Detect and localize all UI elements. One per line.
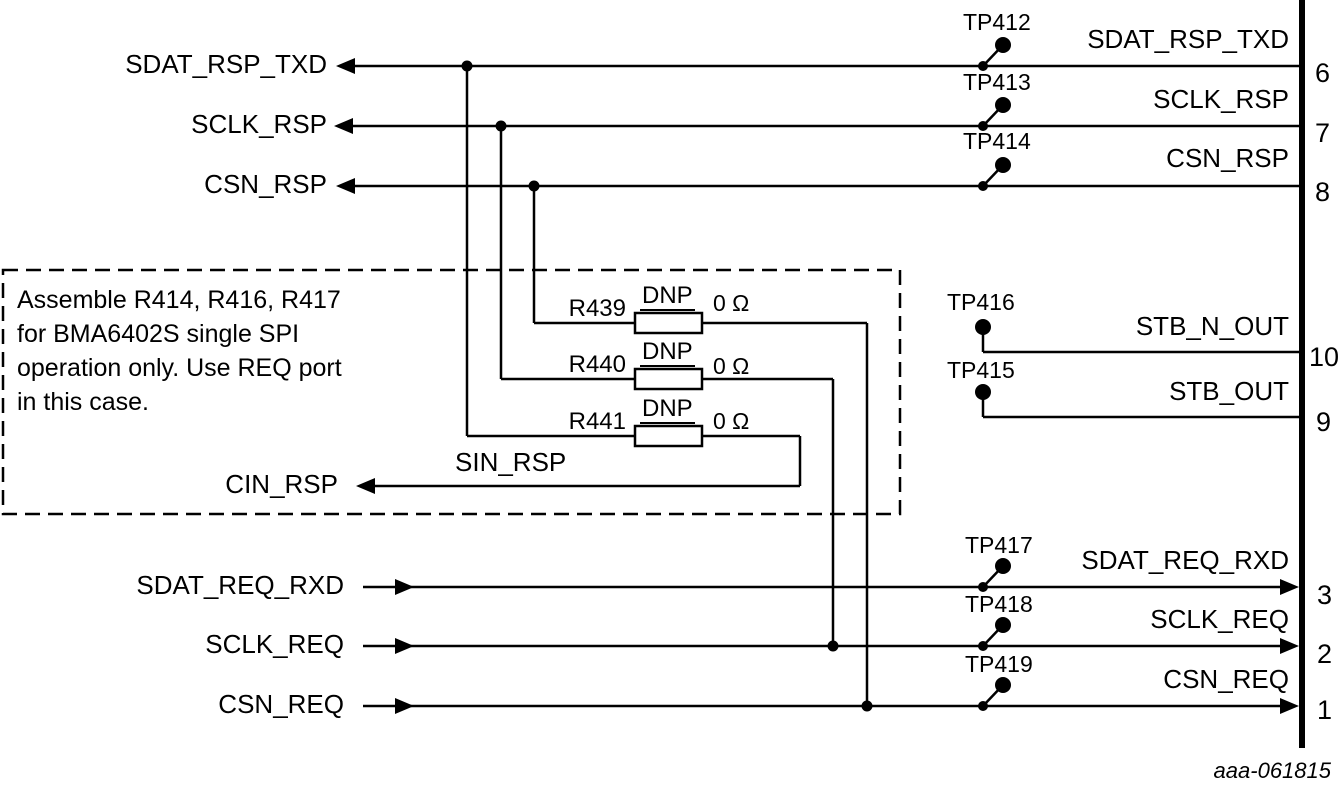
testpoint-label-tp414: TP414: [963, 128, 1031, 154]
resistor-dnp-r441: DNP: [640, 395, 695, 424]
net-label-cin-rsp: CIN_RSP: [225, 469, 338, 499]
resistor-value-r441: 0 Ω: [713, 408, 750, 434]
resistor-ref-r440: R440: [568, 351, 626, 378]
pin-number-10: 10: [1309, 342, 1340, 372]
arrow-right-icon: [395, 579, 414, 595]
junction-dot: [827, 640, 839, 652]
arrow-left-icon: [356, 478, 375, 494]
junction-dot: [528, 180, 540, 192]
arrow-left-icon: [336, 178, 355, 194]
testpoint-symbol-tp415: [975, 384, 991, 417]
resistor-value-r439: 0 Ω: [713, 290, 750, 316]
note-line: operation only. Use REQ port: [17, 354, 342, 382]
net-label-sclk-req-right: SCLK_REQ: [1150, 604, 1289, 634]
net-label-stb-n-out: STB_N_OUT: [1135, 311, 1289, 341]
net-label-stb-out: STB_OUT: [1169, 376, 1289, 406]
net-label-sclk-req-left: SCLK_REQ: [205, 629, 344, 659]
pin-number-9: 9: [1316, 407, 1332, 437]
pin-number-7: 7: [1315, 118, 1331, 148]
testpoint-symbol-tp419: [978, 677, 1011, 711]
resistor-ref-r441: R441: [568, 408, 626, 435]
wire-sclk-rsp: [334, 118, 1300, 381]
net-label-sdat-req-rxd-right: SDAT_REQ_RXD: [1081, 545, 1289, 575]
net-label-csn-req-right: CSN_REQ: [1163, 664, 1289, 694]
wire-sin-rsp: [356, 434, 802, 494]
pin-number-6: 6: [1315, 58, 1331, 88]
net-label-sdat-rsp-txd-right: SDAT_RSP_TXD: [1087, 24, 1289, 54]
pin-number-8: 8: [1315, 177, 1331, 207]
net-label-sdat-req-rxd-left: SDAT_REQ_RXD: [136, 570, 344, 600]
note-line: Assemble R414, R416, R417: [17, 286, 341, 314]
arrow-left-icon: [334, 118, 353, 134]
note-line: in this case.: [17, 388, 150, 416]
net-label-csn-rsp-right: CSN_RSP: [1166, 143, 1289, 173]
testpoint-label-tp419: TP419: [965, 651, 1033, 677]
junction-dot: [461, 60, 473, 72]
wire-sdat-req-rxd: [363, 579, 1299, 595]
resistor-body-r439: [633, 311, 704, 335]
testpoint-symbol-tp413: [978, 97, 1011, 131]
arrow-right-icon: [395, 638, 414, 654]
net-label-csn-req-left: CSN_REQ: [218, 689, 344, 719]
testpoint-label-tp416: TP416: [947, 289, 1015, 315]
assembly-option-box: [1, 268, 902, 516]
testpoint-symbol-tp418: [978, 617, 1011, 651]
arrow-right-icon: [1280, 698, 1299, 714]
wire-csn-rsp: [336, 178, 1300, 325]
figure-id: aaa-061815: [1213, 758, 1331, 783]
testpoint-label-tp415: TP415: [947, 357, 1015, 383]
resistor-dnp-r439: DNP: [640, 282, 695, 311]
note-line: for BMA6402S single SPI: [17, 320, 300, 348]
net-label-sin-rsp: SIN_RSP: [455, 447, 567, 477]
pin-number-1: 1: [1317, 695, 1333, 725]
pin-number-3: 3: [1317, 580, 1333, 610]
net-label-csn-rsp-left: CSN_RSP: [204, 169, 327, 199]
wire-sdat-rsp-txd: [336, 58, 1300, 438]
net-label-sclk-rsp-left: SCLK_RSP: [191, 109, 327, 139]
assembly-note: Assemble R414, R416, R417 for BMA6402S s…: [17, 283, 342, 419]
junction-dot: [861, 700, 873, 712]
testpoint-label-tp412: TP412: [963, 9, 1031, 35]
junction-dot: [495, 120, 507, 132]
resistor-body-r440: [633, 367, 704, 391]
net-label-sclk-rsp-right: SCLK_RSP: [1153, 84, 1289, 114]
resistor-value-r440: 0 Ω: [713, 353, 750, 379]
pin-number-2: 2: [1317, 639, 1333, 669]
testpoint-label-tp418: TP418: [965, 591, 1033, 617]
arrow-left-icon: [336, 58, 355, 74]
arrow-right-icon: [1280, 638, 1299, 654]
resistor-ref-r439: R439: [568, 295, 626, 322]
testpoint-symbol-tp416: [975, 319, 991, 352]
wire-csn-req: [363, 321, 1299, 714]
wire-sclk-req: [363, 377, 1299, 654]
testpoint-symbol-tp412: [978, 37, 1011, 71]
resistor-dnp-r440: DNP: [640, 338, 695, 367]
testpoint-symbol-tp414: [978, 157, 1011, 191]
testpoint-label-tp417: TP417: [965, 532, 1033, 558]
arrow-right-icon: [395, 698, 414, 714]
testpoint-symbol-tp417: [978, 558, 1011, 592]
net-label-sdat-rsp-txd-left: SDAT_RSP_TXD: [125, 49, 327, 79]
arrow-right-icon: [1280, 579, 1299, 595]
testpoint-label-tp413: TP413: [963, 69, 1031, 95]
resistor-body-r441: [633, 424, 704, 448]
